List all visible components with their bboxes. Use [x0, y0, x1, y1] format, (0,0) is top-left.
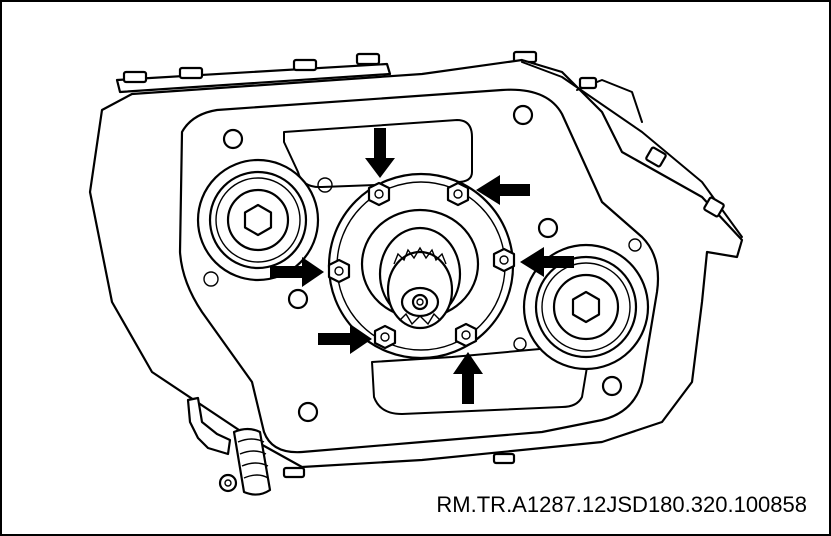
arrow-bottom-up [453, 352, 483, 404]
top-flange [115, 50, 538, 94]
reference-code: RM.TR.A1287.12JSD180.320.100858 [436, 492, 807, 517]
shift-linkage [186, 396, 272, 496]
arrow-lower-left-right [318, 324, 372, 354]
dowel-pins [203, 104, 642, 423]
arrow-left-right [270, 257, 324, 287]
arrow-top-down [365, 128, 395, 178]
pointer-arrows [270, 128, 574, 404]
left-bearing [196, 158, 320, 282]
right-bearing [522, 243, 650, 371]
arrow-upper-right-left [476, 175, 530, 205]
input-retainer [327, 172, 515, 360]
retainer-nuts [327, 181, 516, 350]
bottom-bolts [282, 452, 516, 479]
arrow-right-left [520, 247, 574, 277]
